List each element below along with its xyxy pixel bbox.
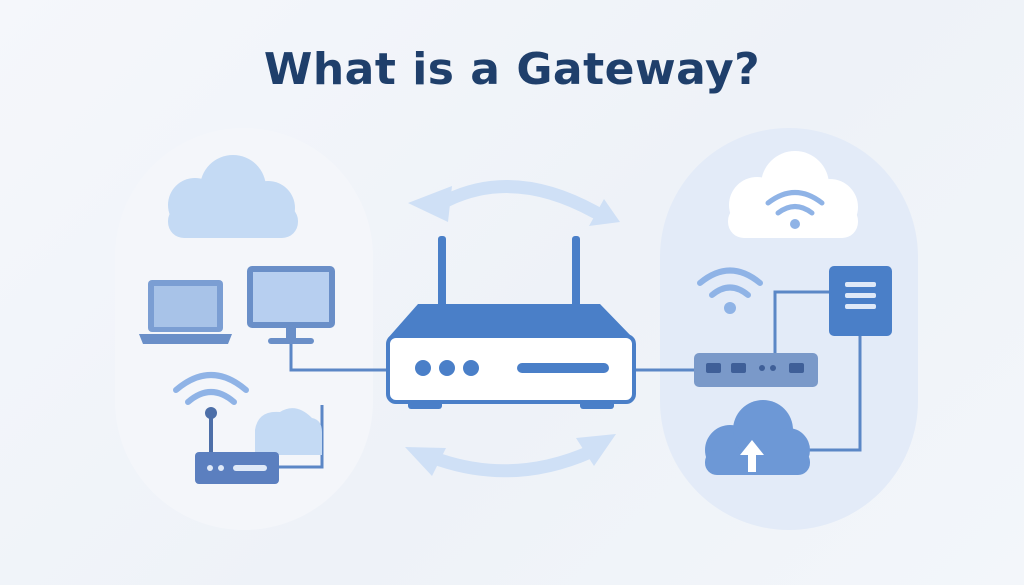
gateway-router-icon (386, 236, 636, 409)
server-icon (829, 266, 892, 336)
cloud-icon (168, 155, 298, 238)
wireless-router-icon (195, 407, 322, 484)
sync-arrow-top-icon (408, 180, 620, 226)
sync-arrow-bottom-icon (405, 434, 616, 478)
wifi-cloud-icon (728, 151, 858, 238)
network-switch-icon (694, 353, 818, 387)
laptop-icon (139, 280, 232, 344)
wifi-signal-icon (173, 372, 249, 405)
wifi-signal-icon (697, 267, 763, 314)
connection-lines (278, 290, 862, 469)
cloud-upload-icon (705, 400, 810, 475)
page-title: What is a Gateway? (263, 44, 761, 95)
desktop-monitor-icon (247, 266, 335, 344)
